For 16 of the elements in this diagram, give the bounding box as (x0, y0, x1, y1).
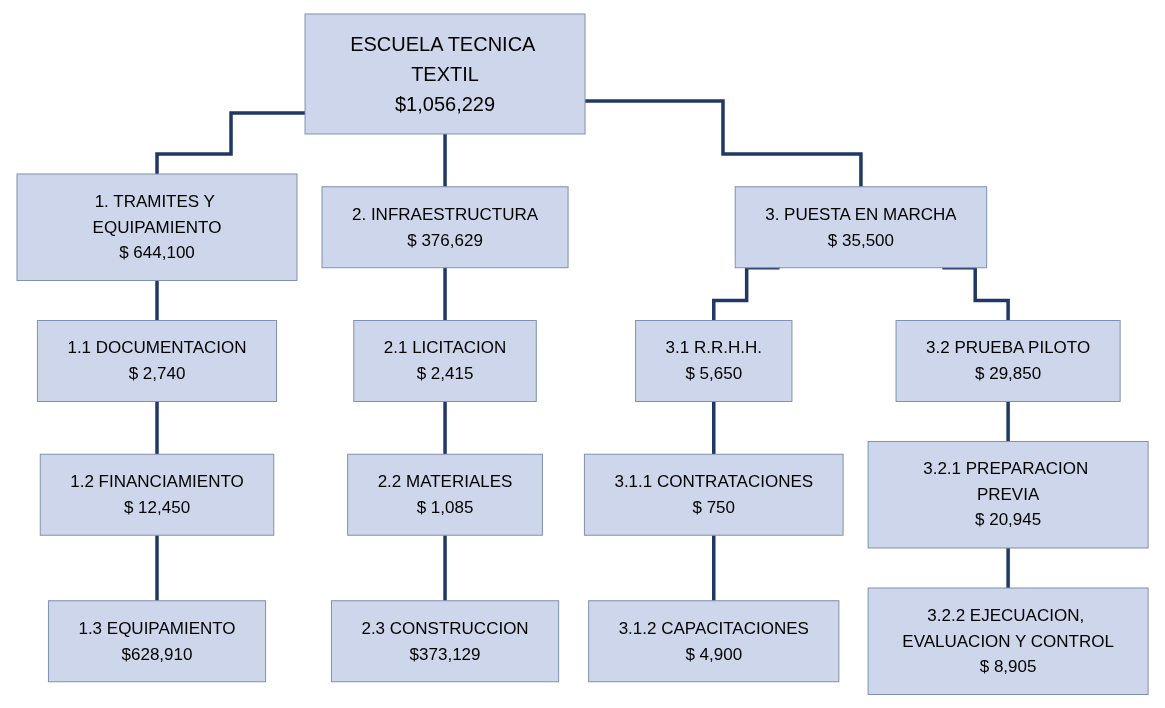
node-box: 1.2 FINANCIAMIENTO $ 12,450 (39, 453, 275, 536)
node-box: 3.1.1 CONTRATACIONES $ 750 (583, 453, 844, 536)
node-box: 1.1 DOCUMENTACION $ 2,740 (36, 319, 277, 402)
node-box: 3.1 R.R.H.H. $ 5,650 (635, 319, 793, 402)
node-box: 2.3 CONSTRUCCION $373,129 (330, 600, 560, 682)
node-box: 3.2.2 EJECUACION, EVALUACION Y CONTROL $ 8,905 (867, 587, 1149, 695)
node-box: 1.3 EQUIPAMIENTO $628,910 (47, 600, 266, 682)
node-box: 3.2 PRUEBA PILOTO $ 29,850 (895, 319, 1121, 402)
node-box: 2. INFRAESTRUCTURA $ 376,629 (321, 186, 569, 268)
node-box: 2.1 LICITACION $ 2,415 (353, 319, 537, 402)
node-box: 3.1.2 CAPACITACIONES $ 4,900 (588, 600, 840, 682)
node-box: 3. PUESTA EN MARCHA $ 35,500 (734, 186, 988, 268)
node-box: 1. TRAMITES Y EQUIPAMIENTO $ 644,100 (16, 173, 298, 281)
node-box: 3.2.1 PREPARACION PREVIA $ 20,945 (867, 440, 1149, 549)
node-box: 2.2 MATERIALES $ 1,085 (347, 453, 543, 536)
node-box: ESCUELA TECNICA TEXTIL $1,056,229 (304, 13, 586, 135)
